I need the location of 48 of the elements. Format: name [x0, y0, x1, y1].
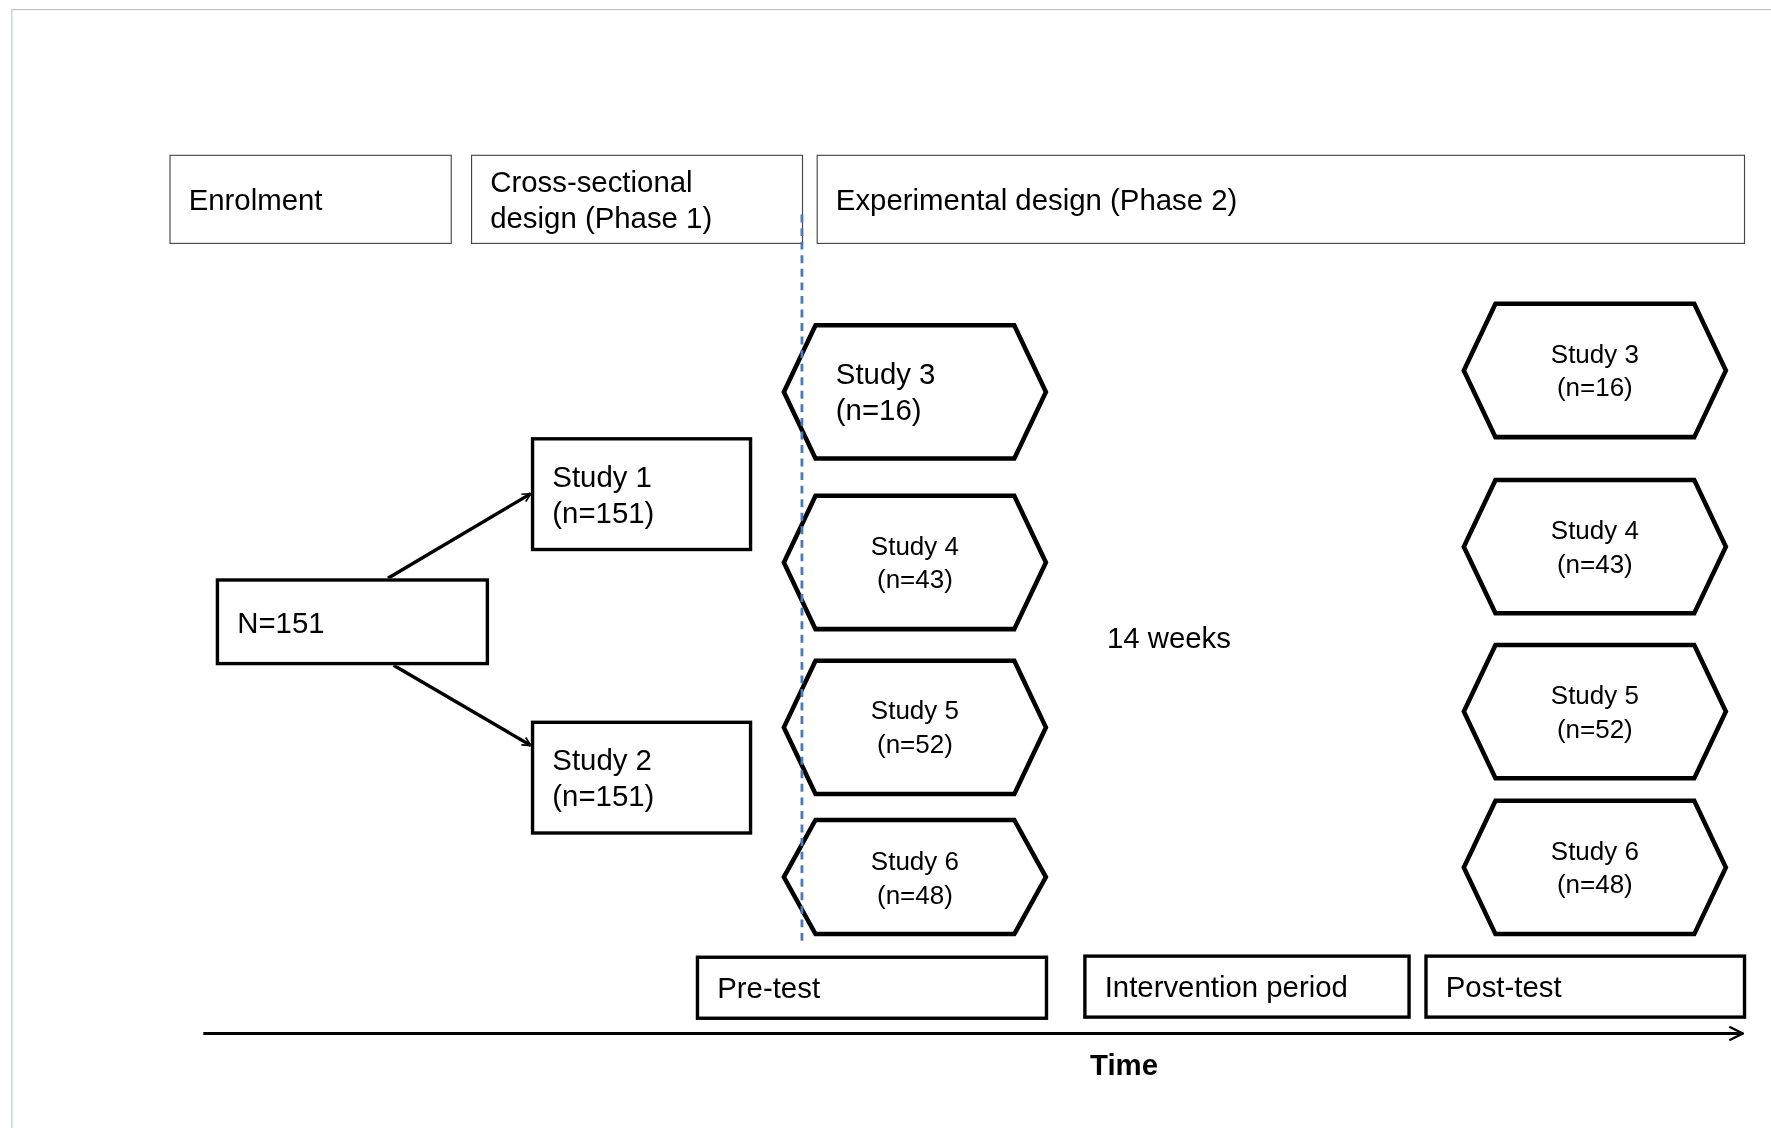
node-title: Post-test [1445, 968, 1562, 1005]
hexagon-node [1461, 301, 1729, 440]
hexagon-node [1461, 642, 1729, 781]
process-box [695, 955, 1049, 1020]
node-count: (n=52) [877, 728, 953, 761]
node-count: (n=16) [1556, 371, 1633, 405]
process-box [816, 154, 1746, 244]
node-title: Intervention period [1104, 968, 1348, 1005]
arrow [392, 663, 532, 747]
node-title: Enrolment [188, 181, 323, 218]
duration-label: 14 weeks [1106, 621, 1231, 657]
node-title: Study 6 [1550, 834, 1639, 868]
hexagon-node [1461, 798, 1729, 937]
node-title: Study 4 [870, 529, 959, 563]
axis-label: Time [1089, 1048, 1158, 1084]
node-title: Study 2 [552, 741, 652, 778]
hexagon-node [781, 323, 1049, 461]
node-count: (n=151) [552, 494, 655, 531]
node-count: (n=151) [552, 777, 655, 814]
node-title: Study 6 [870, 844, 959, 877]
process-box [471, 154, 804, 244]
node-count: (n=16) [835, 392, 922, 429]
process-box [530, 720, 753, 835]
process-box [215, 578, 490, 666]
process-box [1424, 954, 1747, 1019]
node-title: Study 1 [552, 458, 652, 495]
arrow [387, 492, 532, 580]
hexagon-node [1461, 477, 1729, 616]
node-title: N=151 [237, 603, 325, 640]
node-title: Study 5 [1550, 678, 1639, 712]
node-count: (n=43) [877, 563, 953, 597]
hexagon-node [781, 817, 1049, 937]
node-count: (n=43) [1556, 547, 1633, 581]
node-title: Study 5 [870, 694, 959, 728]
hexagon-node [781, 658, 1049, 797]
node-title: Study 3 [1550, 337, 1639, 371]
node-count: (n=48) [1556, 868, 1633, 902]
node-count: (n=48) [877, 878, 953, 911]
node-title: Study 3 [835, 355, 936, 392]
hexagon-node [781, 493, 1049, 632]
process-box [1083, 954, 1411, 1019]
node-title: Experimental design (Phase 2) [835, 181, 1238, 218]
node-title: Pre-test [717, 969, 821, 1006]
node-title: Study 4 [1550, 514, 1639, 547]
node-title: Cross-sectional design (Phase 1) [490, 163, 714, 236]
node-count: (n=52) [1556, 712, 1633, 746]
process-box [530, 437, 753, 552]
process-box [169, 154, 452, 244]
